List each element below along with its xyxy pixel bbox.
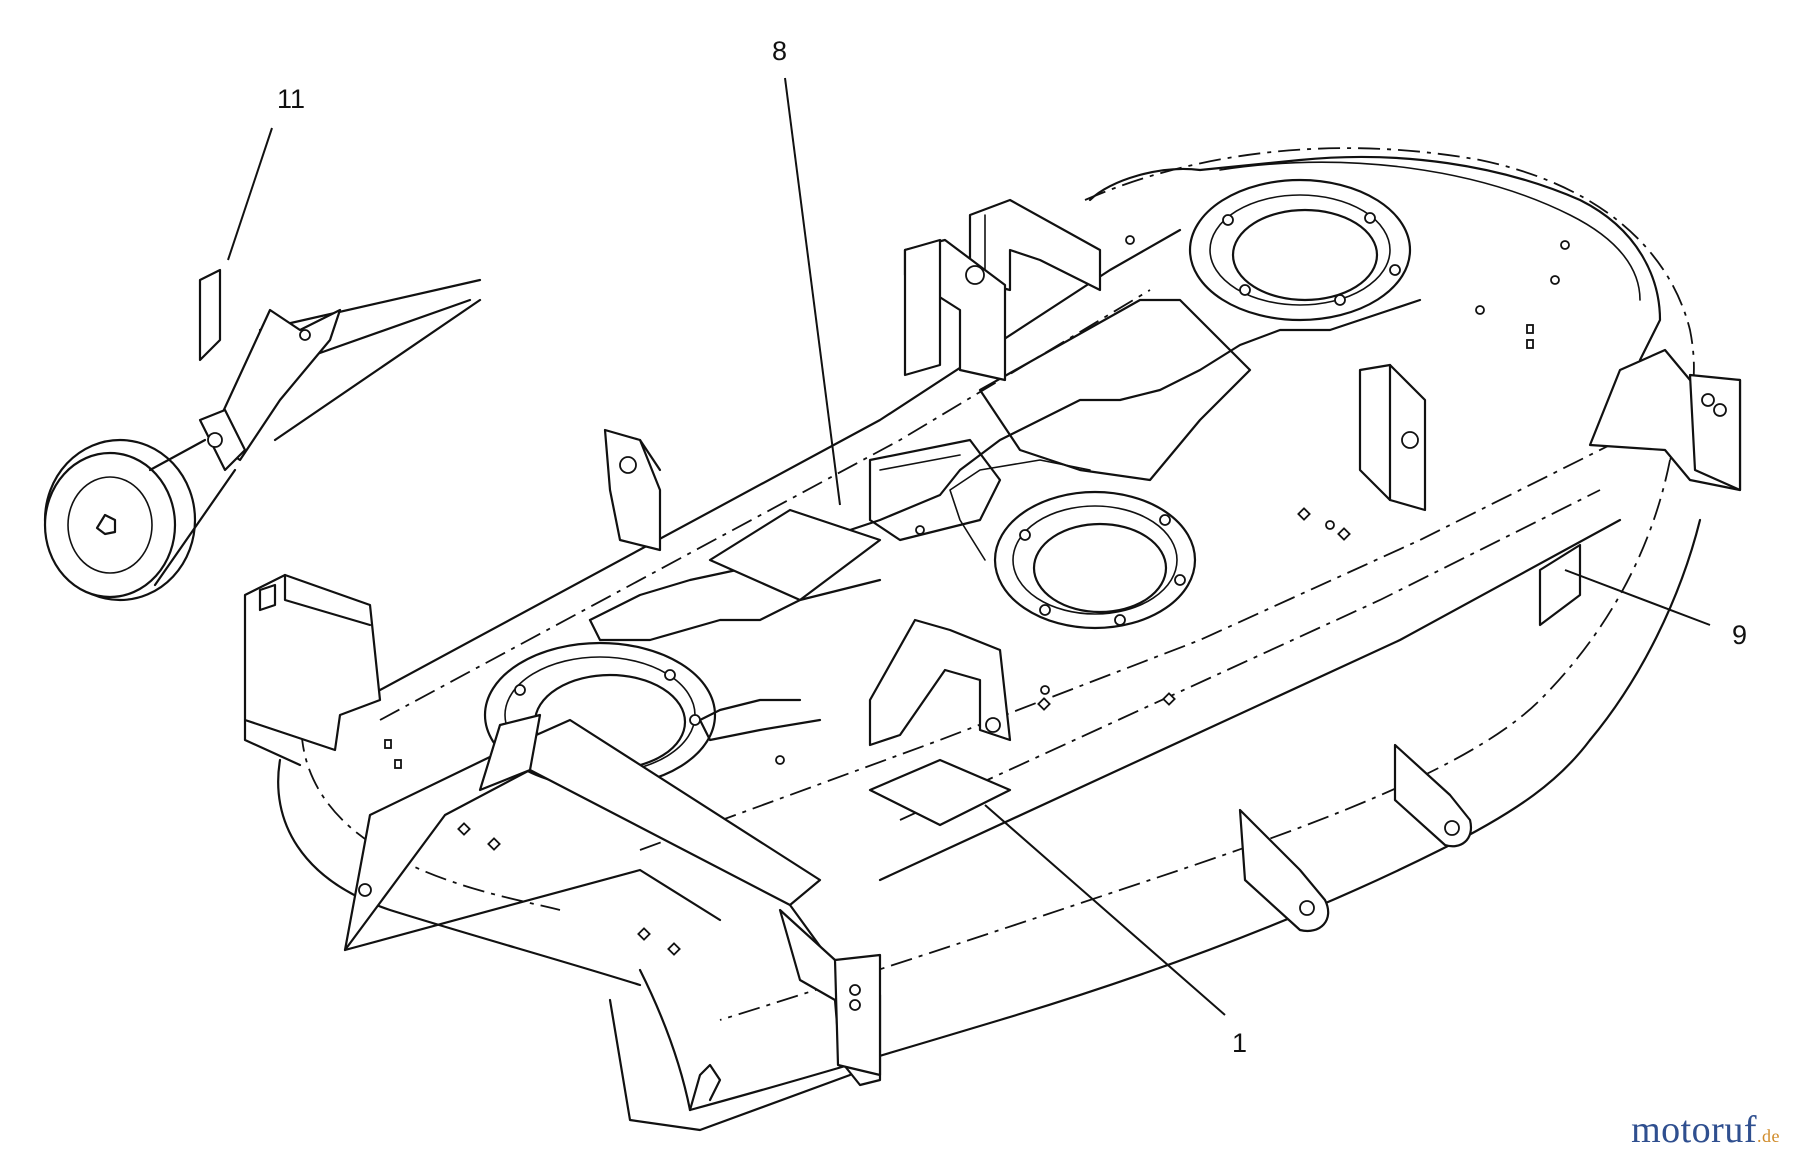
front-hitch-tab — [688, 908, 882, 1112]
leader-1 — [984, 804, 1226, 1016]
callout-label-11: 11 — [277, 84, 306, 114]
leader-8 — [784, 77, 841, 506]
front-baffle — [343, 713, 862, 987]
callout-label-8: 8 — [772, 36, 788, 66]
leader-9 — [1564, 569, 1711, 626]
watermark-tld: .de — [1757, 1126, 1780, 1146]
left-side-panel — [243, 573, 382, 767]
skirt-tab-left — [1238, 808, 1330, 933]
rear-hitch-bracket — [903, 198, 1102, 382]
skirt-tab-right — [1393, 743, 1473, 848]
right-side-bracket — [1588, 348, 1742, 492]
decal-11 — [198, 268, 222, 362]
decal-9 — [1538, 543, 1582, 627]
motoruf-watermark-logo: motoruf.de — [1631, 1111, 1780, 1149]
decal-8 — [708, 508, 882, 602]
callout-label-1: 1 — [1232, 1028, 1248, 1058]
watermark-main: motoruf — [1631, 1109, 1757, 1151]
deck-shell — [277, 147, 1702, 1132]
leader-11 — [227, 127, 273, 261]
leader-lines — [227, 77, 1711, 1016]
front-center-bracket — [868, 618, 1012, 747]
decal-1 — [868, 758, 1012, 827]
right-mid-bracket — [1358, 363, 1427, 512]
callout-label-9: 9 — [1732, 620, 1748, 650]
spindle-opening-right — [1188, 178, 1412, 322]
gauge-wheel-assembly — [43, 278, 482, 602]
left-mid-bracket — [603, 428, 662, 552]
deck-mounting-holes — [384, 235, 1570, 956]
spindle-opening-center — [993, 490, 1197, 630]
